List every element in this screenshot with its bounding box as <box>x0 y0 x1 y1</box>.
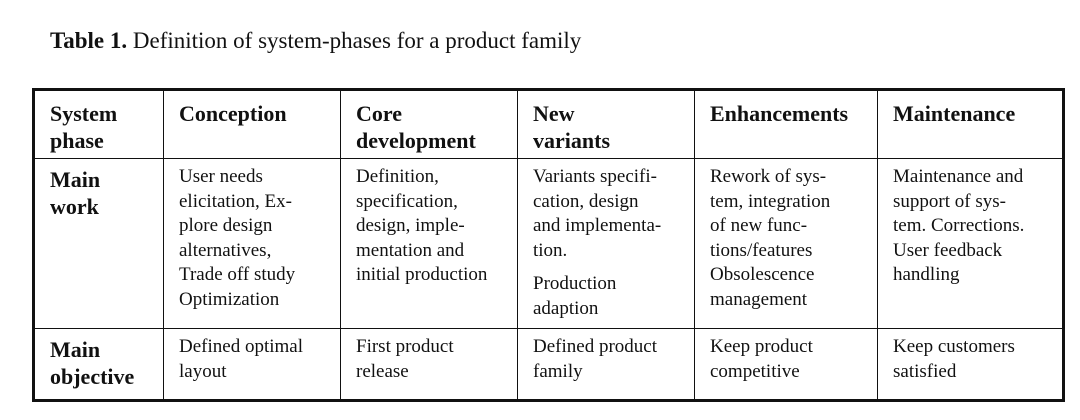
header-cell-system-phase: System phase <box>33 89 164 159</box>
caption-text: Definition of system-phases for a produc… <box>127 28 582 53</box>
row-header-main-work: Main work <box>33 158 164 329</box>
caption-label: Table 1. <box>50 28 128 53</box>
header-text: Conception <box>179 101 287 126</box>
table-cell: First product release <box>340 328 518 401</box>
table-cell: Defined optimal layout <box>163 328 341 401</box>
table-cell: Keep customers satisfied <box>877 328 1064 401</box>
header-text: Core development <box>356 101 476 153</box>
cell-text: Maintenance and support of sys- tem. Cor… <box>893 166 1025 285</box>
cell-text: Production adaption <box>533 273 617 319</box>
header-text: System phase <box>50 101 118 153</box>
table-row-main-work: Main work User needs elicitation, Ex- pl… <box>33 158 1064 329</box>
table-cell: Definition, specification, design, imple… <box>340 158 518 329</box>
cell-text: Variants specifi- cation, design and imp… <box>533 166 662 261</box>
header-cell-conception: Conception <box>163 89 341 159</box>
table-caption: Table 1. Definition of system-phases for… <box>50 26 581 56</box>
header-text: Maintenance <box>893 101 1016 126</box>
row-header-text: Main work <box>50 167 101 219</box>
cell-text: First product release <box>356 336 454 382</box>
header-cell-enhancements: Enhancements <box>694 89 878 159</box>
table-header-row: System phase Conception Core development… <box>33 89 1064 159</box>
row-header-main-objective: Main objective <box>33 328 164 401</box>
cell-text: Rework of sys- tem, integration of new f… <box>710 166 831 310</box>
header-text: New variants <box>533 101 610 153</box>
table-cell: Maintenance and support of sys- tem. Cor… <box>877 158 1064 329</box>
system-phases-table: System phase Conception Core development… <box>32 88 1065 402</box>
table-cell: Variants specifi- cation, design and imp… <box>517 158 695 329</box>
header-text: Enhancements <box>710 101 849 126</box>
header-cell-maintenance: Maintenance <box>877 89 1064 159</box>
cell-text: User needs elicitation, Ex- plore design… <box>179 166 296 310</box>
cell-text: Keep customers satisfied <box>893 336 1015 382</box>
row-header-text: Main objective <box>50 337 135 389</box>
table-cell: Rework of sys- tem, integration of new f… <box>694 158 878 329</box>
header-cell-new-variants: New variants <box>517 89 695 159</box>
cell-text: Definition, specification, design, imple… <box>356 166 488 285</box>
cell-text: Defined product family <box>533 336 657 382</box>
cell-text: Keep product competitive <box>710 336 813 382</box>
table-cell: User needs elicitation, Ex- plore design… <box>163 158 341 329</box>
table-cell: Defined product family <box>517 328 695 401</box>
header-cell-core-development: Core development <box>340 89 518 159</box>
table-cell: Keep product competitive <box>694 328 878 401</box>
cell-text: Defined optimal layout <box>179 336 303 382</box>
table-row-main-objective: Main objective Defined optimal layout Fi… <box>33 328 1064 401</box>
